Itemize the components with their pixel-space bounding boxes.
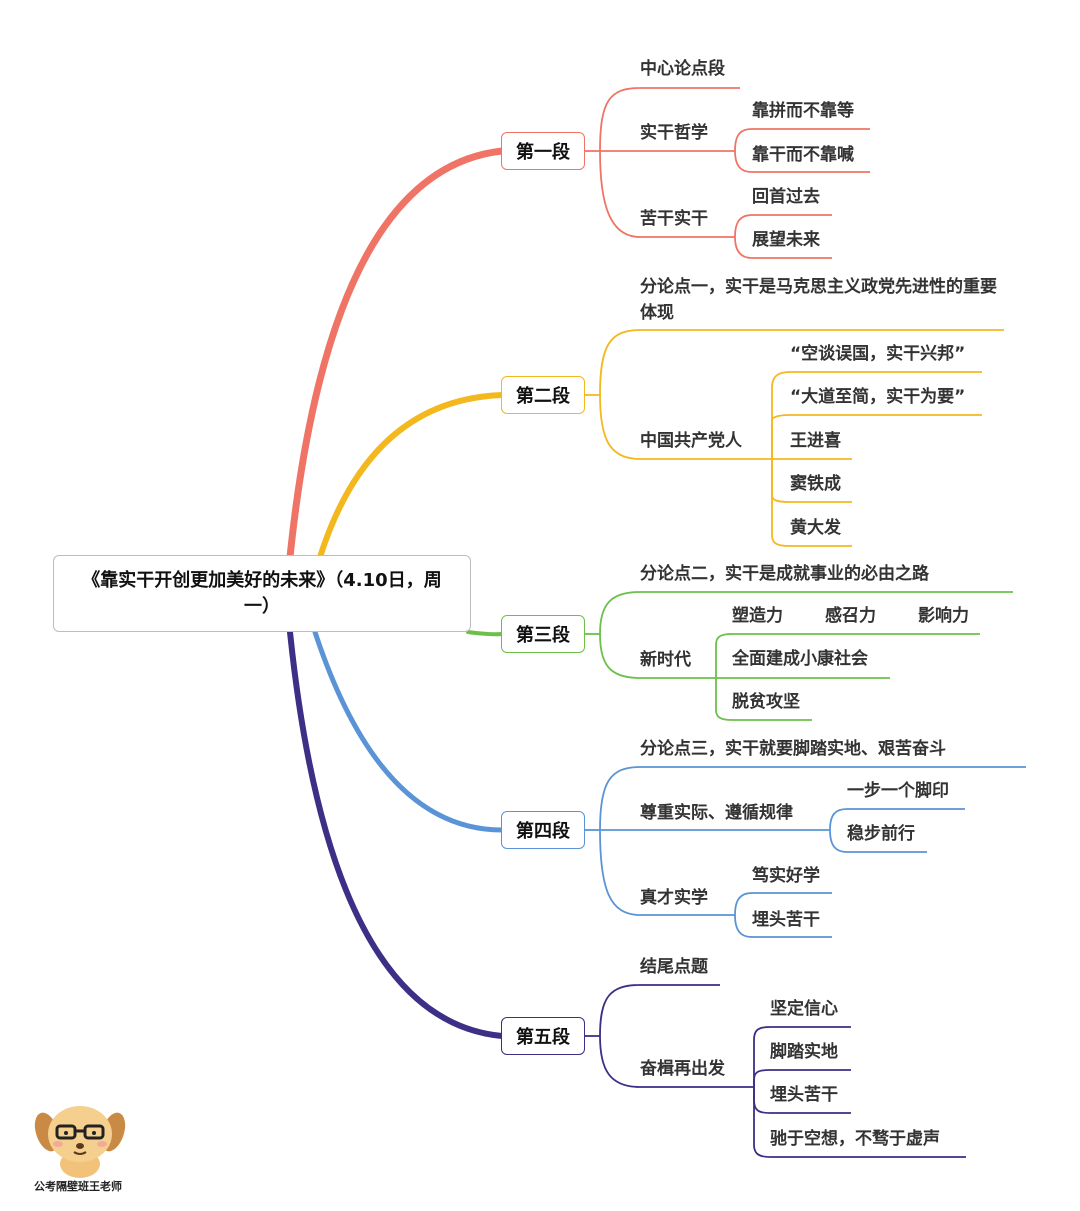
s3-sub-4[interactable]: 全面建成小康社会 <box>732 649 868 669</box>
s2-sub-4[interactable]: 窦铁成 <box>790 474 841 494</box>
s1-topic-1[interactable]: 中心论点段 <box>640 59 725 79</box>
s3-topic-1[interactable]: 分论点二，实干是成就事业的必由之路 <box>640 564 929 584</box>
s4-topic-2[interactable]: 尊重实际、遵循规律 <box>640 803 793 823</box>
section-5-node[interactable]: 第五段 <box>501 1017 585 1055</box>
s1-sub-2-2[interactable]: 靠干而不靠喊 <box>752 145 854 165</box>
s4-topic-3[interactable]: 真才实学 <box>640 888 708 908</box>
links-s4 <box>585 766 1026 938</box>
links-s5 <box>585 984 966 1158</box>
s1-topic-3[interactable]: 苦干实干 <box>640 209 708 229</box>
section-2-label: 第二段 <box>516 386 570 407</box>
s1-sub-2-1[interactable]: 靠拼而不靠等 <box>752 101 854 121</box>
links-s3 <box>585 591 1013 721</box>
section-1-label: 第一段 <box>516 142 570 163</box>
section-3-label: 第三段 <box>516 625 570 646</box>
s3-topic-2[interactable]: 新时代 <box>640 650 691 670</box>
root-node[interactable]: 《靠实干开创更加美好的未来》（4.10日，周一） <box>53 555 471 632</box>
links-s2 <box>585 329 1004 547</box>
s4-sub-3-1[interactable]: 笃实好学 <box>752 866 820 886</box>
s1-sub-3-2[interactable]: 展望未来 <box>752 230 820 250</box>
section-4-label: 第四段 <box>516 821 570 842</box>
s4-topic-1[interactable]: 分论点三，实干就要脚踏实地、艰苦奋斗 <box>640 739 946 759</box>
branch-s3 <box>466 630 504 637</box>
s2-topic-2[interactable]: 中国共产党人 <box>640 431 742 451</box>
s4-sub-3-2[interactable]: 埋头苦干 <box>752 910 820 930</box>
s5-sub-1[interactable]: 坚定信心 <box>770 999 838 1019</box>
links-s1 <box>585 87 870 259</box>
section-3-node[interactable]: 第三段 <box>501 615 585 653</box>
branch-s4 <box>312 629 505 833</box>
s1-sub-3-1[interactable]: 回首过去 <box>752 187 820 207</box>
s2-topic-1[interactable]: 分论点一，实干是马克思主义政党先进性的重要体现 <box>640 277 997 323</box>
dog-with-glasses-icon <box>34 1106 126 1178</box>
s2-sub-5[interactable]: 黄大发 <box>790 518 841 538</box>
s3-sub-1[interactable]: 塑造力 <box>732 606 783 626</box>
s5-sub-2[interactable]: 脚踏实地 <box>770 1042 838 1062</box>
section-1-node[interactable]: 第一段 <box>501 132 585 170</box>
s2-sub-2[interactable]: “大道至简，实干为要” <box>790 387 966 407</box>
branch-s1 <box>286 147 506 561</box>
s4-sub-2-2[interactable]: 稳步前行 <box>847 824 915 844</box>
watermark: 公考隔壁班王老师 <box>34 1180 122 1193</box>
s5-sub-3[interactable]: 埋头苦干 <box>770 1085 838 1105</box>
section-2-node[interactable]: 第二段 <box>501 376 585 414</box>
s3-sub-3[interactable]: 影响力 <box>918 606 969 626</box>
s5-topic-1[interactable]: 结尾点题 <box>640 957 708 977</box>
section-5-label: 第五段 <box>516 1027 570 1048</box>
root-title: 《靠实干开创更加美好的未来》（4.10日，周一） <box>82 569 442 617</box>
branch-s5 <box>287 629 505 1039</box>
s2-sub-1[interactable]: “空谈误国，实干兴邦” <box>790 344 966 364</box>
s5-topic-2[interactable]: 奋楫再出发 <box>640 1059 725 1079</box>
s3-sub-2[interactable]: 感召力 <box>825 606 876 626</box>
s1-topic-2[interactable]: 实干哲学 <box>640 123 708 143</box>
s4-sub-2-1[interactable]: 一步一个脚印 <box>847 781 949 801</box>
s3-sub-5[interactable]: 脱贫攻坚 <box>732 692 800 712</box>
s2-sub-3[interactable]: 王进喜 <box>790 431 841 451</box>
section-4-node[interactable]: 第四段 <box>501 811 585 849</box>
s5-sub-4[interactable]: 驰于空想，不骛于虚声 <box>770 1129 940 1149</box>
branch-s2 <box>317 392 505 560</box>
